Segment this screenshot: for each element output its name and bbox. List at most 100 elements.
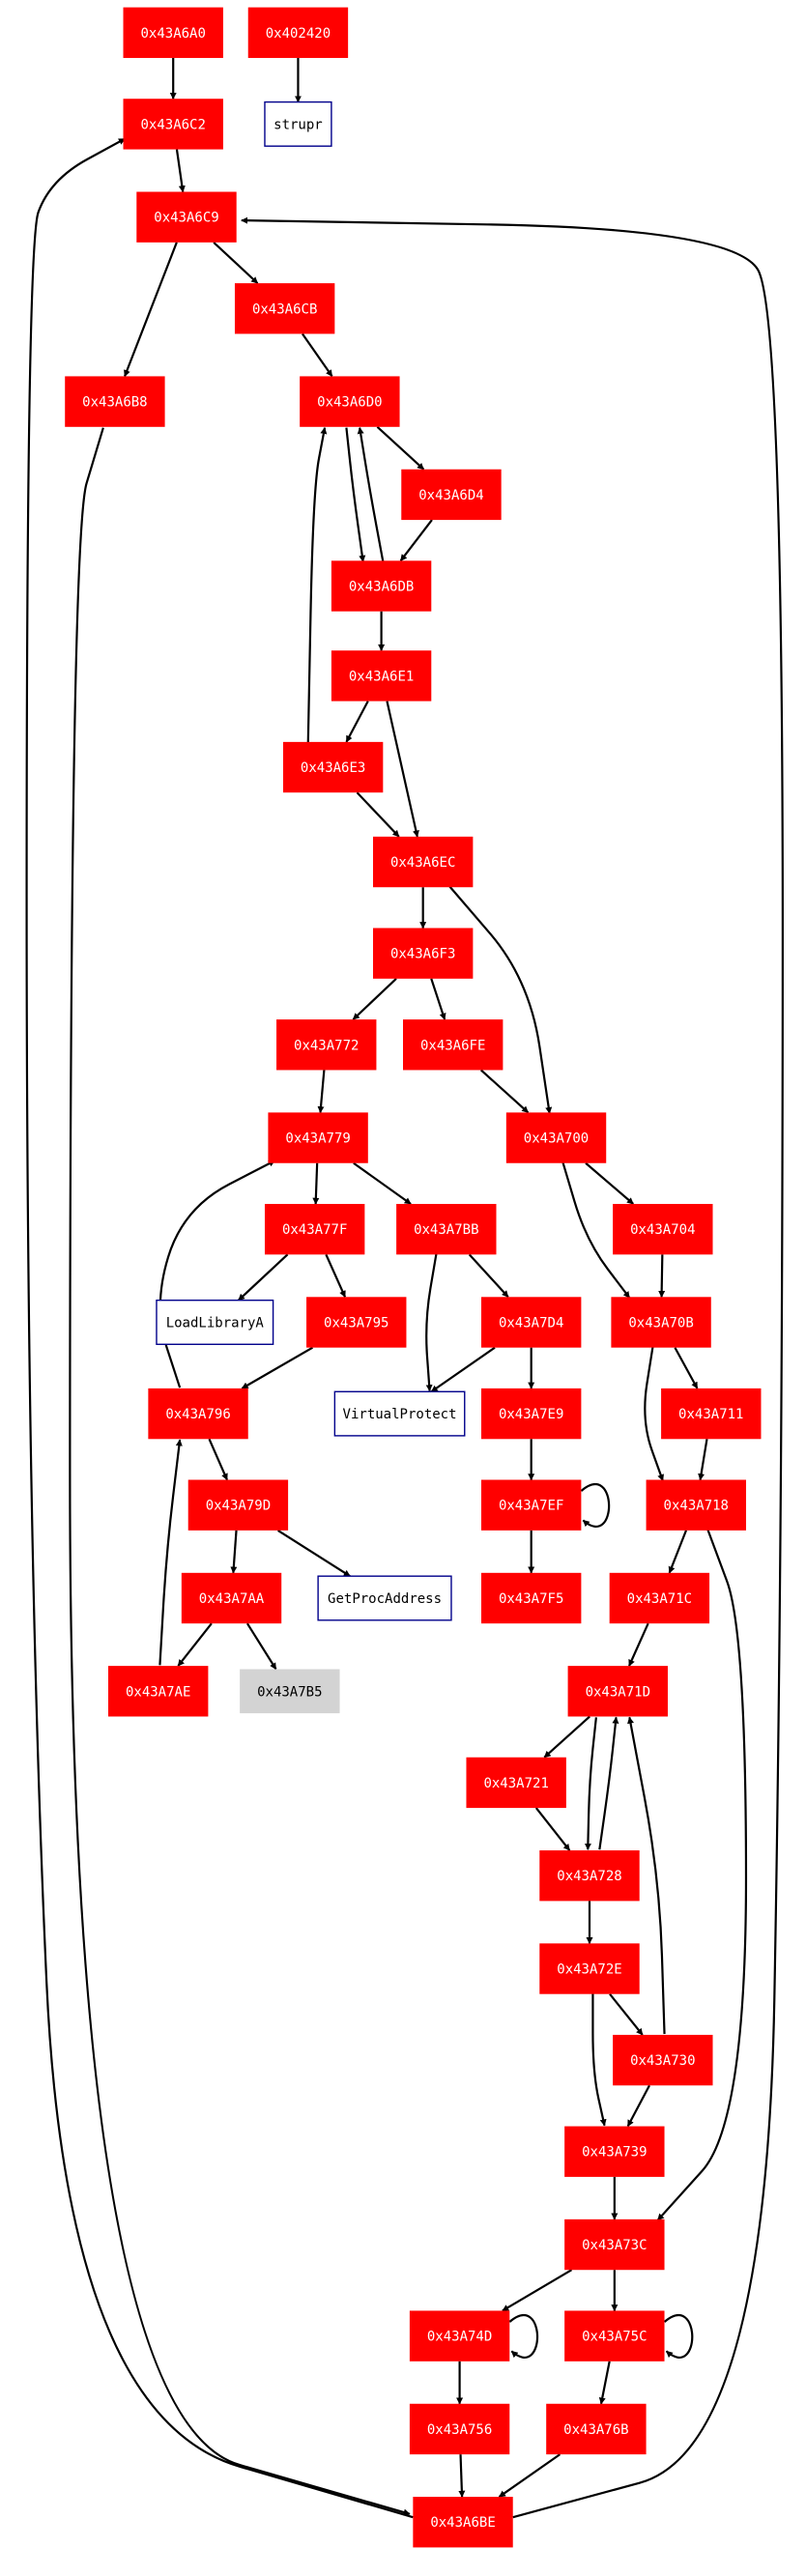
- node-n6E1[interactable]: 0x43A6E1: [331, 650, 432, 701]
- node-label: 0x43A7AA: [199, 1591, 265, 1607]
- node-n779[interactable]: 0x43A779: [268, 1112, 368, 1163]
- edge-n77F-n795: [325, 1253, 347, 1298]
- node-box: [240, 1669, 340, 1714]
- edge-n79D-gpa: [277, 1529, 351, 1578]
- node-label: 0x43A756: [427, 2422, 492, 2438]
- edge-n6BE-n6C9: [241, 216, 784, 2519]
- node-n718[interactable]: 0x43A718: [646, 1479, 746, 1531]
- node-label: 0x43A7E9: [499, 1407, 563, 1422]
- edge-n779-n77F: [312, 1162, 320, 1205]
- edge-n730-n739: [626, 2084, 650, 2128]
- node-label: 0x43A6D4: [418, 488, 483, 503]
- edge-n6F3-n6FE: [430, 978, 446, 1020]
- edge-n79D-n7AA: [230, 1530, 238, 1574]
- node-box: [413, 2497, 513, 2548]
- node-n7EF[interactable]: 0x43A7EF: [480, 1479, 582, 1531]
- node-n72E[interactable]: 0x43A72E: [539, 1943, 640, 1994]
- node-n6D4[interactable]: 0x43A6D4: [401, 469, 502, 521]
- node-box: [480, 1297, 582, 1348]
- edge-n795-n796: [241, 1346, 313, 1389]
- node-n71D[interactable]: 0x43A71D: [567, 1666, 668, 1717]
- nodes-layer: 0x43A6A0 0x402420 strupr 0x43A6C2 0x43A6C9 0x…: [65, 7, 762, 2548]
- node-label: 0x43A6A0: [140, 26, 205, 42]
- node-n6C9[interactable]: 0x43A6C9: [136, 191, 237, 243]
- node-n6F3[interactable]: 0x43A6F3: [372, 928, 474, 979]
- node-n6C2[interactable]: 0x43A6C2: [123, 99, 223, 150]
- node-n7AE[interactable]: 0x43A7AE: [108, 1666, 209, 1717]
- node-n711[interactable]: 0x43A711: [661, 1388, 762, 1440]
- node-n772[interactable]: 0x43A772: [276, 1019, 377, 1071]
- edge-n70B-n711: [674, 1347, 699, 1389]
- node-box: [333, 1390, 466, 1437]
- node-n7E9[interactable]: 0x43A7E9: [480, 1388, 582, 1440]
- node-box: [264, 100, 332, 147]
- node-label: 0x43A6C2: [140, 117, 205, 132]
- node-n704[interactable]: 0x43A704: [613, 1203, 713, 1255]
- node-n6EC[interactable]: 0x43A6EC: [372, 836, 474, 888]
- node-n728[interactable]: 0x43A728: [539, 1850, 640, 1902]
- node-n420[interactable]: 0x402420: [247, 7, 349, 58]
- node-n74D[interactable]: 0x43A74D: [409, 2310, 510, 2361]
- node-n795[interactable]: 0x43A795: [306, 1297, 407, 1348]
- node-n79D[interactable]: 0x43A79D: [187, 1479, 289, 1531]
- node-label: 0x43A71C: [627, 1591, 692, 1607]
- node-n75C[interactable]: 0x43A75C: [564, 2310, 665, 2361]
- node-label: 0x43A6E1: [349, 669, 414, 684]
- node-n71C[interactable]: 0x43A71C: [609, 1572, 710, 1624]
- edge-n6C2-n6C9: [175, 149, 186, 193]
- node-label: 0x43A711: [678, 1407, 743, 1422]
- node-loadlib[interactable]: LoadLibraryA: [156, 1299, 274, 1345]
- node-n76B[interactable]: 0x43A76B: [546, 2403, 647, 2455]
- node-n7F5[interactable]: 0x43A7F5: [480, 1572, 582, 1624]
- node-label: 0x43A728: [557, 1869, 621, 1884]
- node-n73C[interactable]: 0x43A73C: [564, 2218, 665, 2271]
- node-label: 0x43A74D: [427, 2330, 492, 2345]
- node-n6FE[interactable]: 0x43A6FE: [403, 1019, 504, 1071]
- node-n730[interactable]: 0x43A730: [613, 2034, 713, 2086]
- node-n6D0[interactable]: 0x43A6D0: [300, 376, 400, 427]
- node-strupr[interactable]: strupr: [264, 100, 332, 147]
- node-n721[interactable]: 0x43A721: [466, 1757, 566, 1809]
- node-n7D4[interactable]: 0x43A7D4: [480, 1297, 582, 1348]
- node-gpa[interactable]: GetProcAddress: [317, 1575, 452, 1621]
- edge-n6CB-n6D0: [302, 332, 333, 378]
- node-n6B8[interactable]: 0x43A6B8: [65, 376, 165, 427]
- node-box: [480, 1388, 582, 1440]
- node-label: 0x43A72E: [557, 1962, 621, 1978]
- edge-n704-n70B: [658, 1254, 666, 1298]
- node-box: [564, 2218, 665, 2271]
- node-label: 0x43A76B: [563, 2422, 628, 2438]
- node-box: [661, 1388, 762, 1440]
- edge-n796-n79D: [208, 1438, 228, 1481]
- node-n6A0[interactable]: 0x43A6A0: [123, 7, 223, 58]
- node-box: [123, 7, 223, 58]
- node-n756[interactable]: 0x43A756: [409, 2403, 510, 2455]
- node-n739[interactable]: 0x43A739: [564, 2126, 665, 2177]
- node-label: 0x43A71D: [586, 1684, 650, 1700]
- node-label: 0x43A772: [294, 1038, 359, 1053]
- edge-n718-n71C: [668, 1530, 687, 1574]
- node-n6E3[interactable]: 0x43A6E3: [282, 741, 384, 793]
- node-label: 0x43A6FE: [420, 1038, 485, 1053]
- node-n7B5[interactable]: 0x43A7B5: [240, 1669, 340, 1714]
- node-n7BB[interactable]: 0x43A7BB: [396, 1203, 497, 1255]
- node-vprot[interactable]: VirtualProtect: [333, 1390, 466, 1437]
- edge-n77F-loadlib: [238, 1253, 289, 1302]
- node-n700[interactable]: 0x43A700: [505, 1112, 607, 1163]
- node-label: 0x43A77F: [282, 1222, 347, 1238]
- edge-n6DB-n6D0: [357, 426, 385, 562]
- node-n6DB[interactable]: 0x43A6DB: [331, 560, 432, 612]
- node-n796[interactable]: 0x43A796: [148, 1388, 248, 1440]
- node-box: [539, 1850, 640, 1902]
- edge-n6B8-n6BE: [69, 427, 411, 2516]
- node-n6BE[interactable]: 0x43A6BE: [413, 2497, 513, 2548]
- node-label: 0x43A6E3: [301, 760, 365, 776]
- node-n7AA[interactable]: 0x43A7AA: [181, 1572, 282, 1624]
- node-box: [264, 1203, 365, 1255]
- node-label: 0x43A7EF: [499, 1499, 563, 1514]
- edge-n72E-n739: [591, 1992, 607, 2127]
- node-n70B[interactable]: 0x43A70B: [611, 1297, 711, 1348]
- edge-n7AA-n7AE: [177, 1622, 213, 1667]
- node-n6CB[interactable]: 0x43A6CB: [234, 283, 335, 334]
- node-n77F[interactable]: 0x43A77F: [264, 1203, 365, 1255]
